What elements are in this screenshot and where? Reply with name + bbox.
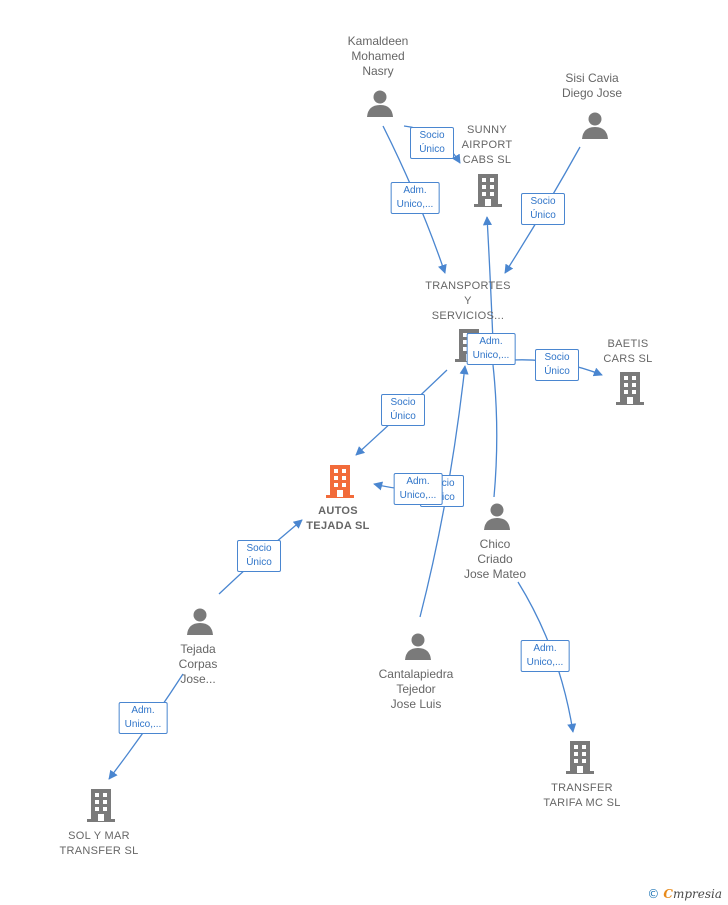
edge-label-adm-unico[interactable]: Adm. Unico,... <box>466 333 516 365</box>
person-icon[interactable] <box>482 501 512 536</box>
edge-label-adm-unico[interactable]: Adm. Unico,... <box>520 640 570 672</box>
company-label-transfer-tarifa[interactable]: TRANSFER TARIFA MC SL <box>543 782 621 809</box>
person-label-chico[interactable]: Chico Criado Jose Mateo <box>463 537 527 581</box>
focus-building-icon[interactable] <box>324 463 356 504</box>
person-icon[interactable] <box>403 631 433 666</box>
person-icon[interactable] <box>580 110 610 145</box>
edge-label-socio-unico[interactable]: Socio Único <box>521 193 565 225</box>
person-icon[interactable] <box>365 88 395 123</box>
edge-label-socio-unico[interactable]: Socio Único <box>381 394 425 426</box>
edge-label-socio-unico[interactable]: Socio Único <box>237 540 281 572</box>
person-label-cantalapiedra[interactable]: Cantalapiedra Tejedor Jose Luis <box>378 667 454 711</box>
company-label-baetis[interactable]: BAETIS CARS SL <box>603 338 653 365</box>
copyright-symbol: © <box>647 887 660 901</box>
company-label-sunny[interactable]: SUNNY AIRPORT CABS SL <box>461 124 513 166</box>
edge-label-adm-unico[interactable]: Adm. Unico,... <box>390 182 440 214</box>
edge-label-adm-unico[interactable]: Adm. Unico,... <box>118 702 168 734</box>
edge-e4 <box>482 216 494 343</box>
building-icon[interactable] <box>85 787 117 828</box>
person-label-kamaldeen[interactable]: Kamaldeen Mohamed Nasry <box>347 34 409 78</box>
edge-e7 <box>492 364 498 498</box>
company-label-autos-tejada[interactable]: AUTOS TEJADA SL <box>306 505 370 532</box>
edge-label-adm-unico[interactable]: Adm. Unico,... <box>393 473 443 505</box>
company-label-sol-y-mar[interactable]: SOL Y MAR TRANSFER SL <box>59 830 139 857</box>
person-label-tejada[interactable]: Tejada Corpas Jose... <box>178 642 218 686</box>
person-label-sisi[interactable]: Sisi Cavia Diego Jose <box>561 71 623 100</box>
person-icon[interactable] <box>185 606 215 641</box>
empresia-logo: ©Cmpresia <box>647 887 722 901</box>
brand-initial: C <box>663 887 673 901</box>
building-icon[interactable] <box>472 172 504 213</box>
edge-label-socio-unico[interactable]: Socio Único <box>410 127 454 159</box>
building-icon[interactable] <box>564 739 596 780</box>
brand-name: mpresia <box>672 887 722 901</box>
building-icon[interactable] <box>614 370 646 411</box>
company-label-transportes[interactable]: TRANSPORTES Y SERVICIOS... <box>425 280 511 322</box>
edge-label-socio-unico[interactable]: Socio Único <box>535 349 579 381</box>
